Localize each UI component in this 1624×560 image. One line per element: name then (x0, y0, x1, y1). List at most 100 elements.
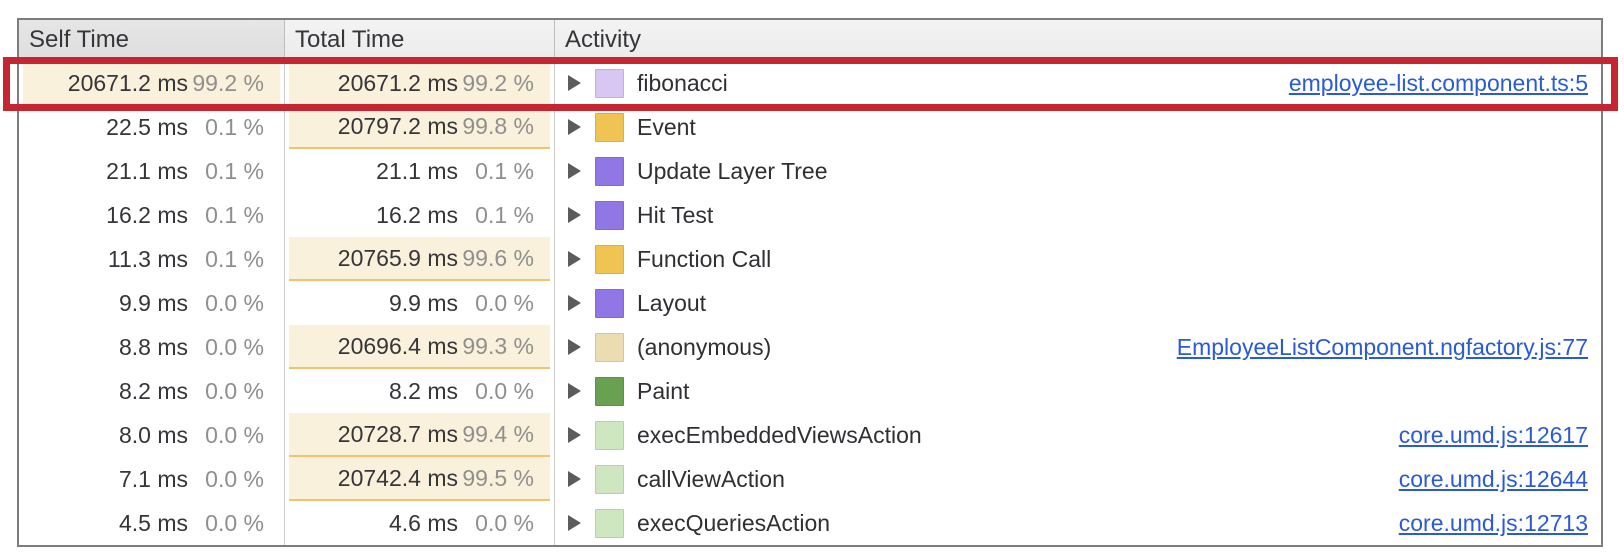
expand-chevron-icon[interactable] (568, 295, 581, 311)
self-time-cell: 20671.2 ms 99.2 % (19, 61, 285, 105)
column-header-label: Total Time (295, 26, 405, 53)
total-time-percent: 99.8 % (462, 112, 534, 139)
source-location-link[interactable]: employee-list.component.ts:5 (1288, 69, 1588, 96)
script-icon (595, 420, 624, 450)
total-time-value: 20671.2 ms (337, 69, 458, 96)
total-time-value: 20742.4 ms (337, 464, 458, 491)
total-time-percent: 99.6 % (462, 244, 534, 271)
activity-cell: Event (555, 105, 1601, 149)
total-time-cell: 20797.2 ms 99.8 % (285, 105, 555, 149)
self-time-cell: 8.2 ms 0.0 % (19, 369, 285, 413)
self-time-percent: 0.0 % (205, 465, 264, 492)
total-time-cell: 9.9 ms 0.0 % (285, 281, 555, 325)
script-icon (595, 332, 624, 362)
activity-label: Function Call (637, 245, 772, 272)
column-header-activity[interactable]: Activity (555, 20, 1601, 60)
total-time-value: 21.1 ms (376, 157, 458, 184)
expand-chevron-icon[interactable] (568, 163, 581, 179)
activity-cell: Layout (555, 281, 1601, 325)
total-time-value: 20797.2 ms (337, 112, 458, 139)
column-header-label: Activity (565, 26, 642, 53)
expand-chevron-icon[interactable] (568, 119, 581, 135)
table-row[interactable]: 9.9 ms 0.0 % 9.9 ms 0.0 % Layout (19, 281, 1601, 325)
activity-label: fibonacci (637, 69, 728, 96)
activity-cell: execEmbeddedViewsAction core.umd.js:1261… (555, 413, 1601, 457)
self-time-value: 4.5 ms (118, 509, 188, 536)
grid-body: 20671.2 ms 99.2 % 20671.2 ms 99.2 % fibo… (19, 61, 1601, 545)
event-icon (595, 112, 624, 142)
source-location-link[interactable]: core.umd.js:12713 (1398, 509, 1588, 536)
expand-chevron-icon[interactable] (568, 339, 581, 355)
table-row[interactable]: 8.8 ms 0.0 % 20696.4 ms 99.3 % (anonymou… (19, 325, 1601, 369)
self-time-value: 8.0 ms (118, 421, 188, 448)
total-time-cell: 20728.7 ms 99.4 % (285, 413, 555, 457)
self-time-percent: 0.1 % (205, 113, 264, 140)
total-time-percent: 0.0 % (475, 509, 534, 536)
self-time-value: 22.5 ms (106, 113, 188, 140)
total-time-cell: 20671.2 ms 99.2 % (285, 61, 555, 105)
activity-label: Paint (637, 377, 690, 404)
expand-chevron-icon[interactable] (568, 383, 581, 399)
activity-cell: (anonymous) EmployeeListComponent.ngfact… (555, 325, 1601, 369)
self-time-cell: 21.1 ms 0.1 % (19, 149, 285, 193)
rendering-icon (595, 200, 624, 230)
painting-icon (595, 376, 624, 406)
expand-chevron-icon[interactable] (568, 75, 581, 91)
table-row[interactable]: 20671.2 ms 99.2 % 20671.2 ms 99.2 % fibo… (19, 61, 1601, 105)
self-time-cell: 7.1 ms 0.0 % (19, 457, 285, 501)
column-header-self-time[interactable]: Self Time (19, 20, 285, 60)
total-time-cell: 8.2 ms 0.0 % (285, 369, 555, 413)
data-grid: Self Time Total Time Activity 20671.2 ms… (17, 18, 1603, 547)
activity-cell: callViewAction core.umd.js:12644 (555, 457, 1601, 501)
activity-cell: Paint (555, 369, 1601, 413)
total-time-value: 9.9 ms (388, 289, 458, 316)
total-time-value: 8.2 ms (388, 377, 458, 404)
source-location-link[interactable]: core.umd.js:12644 (1398, 465, 1588, 492)
script-icon (595, 508, 624, 538)
total-time-percent: 0.1 % (475, 201, 534, 228)
expand-chevron-icon[interactable] (568, 515, 581, 531)
expand-chevron-icon[interactable] (568, 427, 581, 443)
activity-cell: Update Layer Tree (555, 149, 1601, 193)
total-time-value: 20728.7 ms (337, 420, 458, 447)
self-time-value: 11.3 ms (107, 245, 188, 272)
total-time-percent: 0.0 % (475, 377, 534, 404)
self-time-percent: 0.0 % (205, 377, 264, 404)
source-location-link[interactable]: core.umd.js:12617 (1398, 421, 1588, 448)
expand-chevron-icon[interactable] (568, 251, 581, 267)
self-time-cell: 8.8 ms 0.0 % (19, 325, 285, 369)
total-time-percent: 99.2 % (462, 69, 534, 96)
table-row[interactable]: 22.5 ms 0.1 % 20797.2 ms 99.8 % Event (19, 105, 1601, 149)
script-icon (595, 464, 624, 494)
expand-chevron-icon[interactable] (568, 471, 581, 487)
table-row[interactable]: 11.3 ms 0.1 % 20765.9 ms 99.6 % Function… (19, 237, 1601, 281)
self-time-value: 20671.2 ms (67, 69, 188, 96)
activity-label: Update Layer Tree (637, 157, 828, 184)
total-time-cell: 20742.4 ms 99.5 % (285, 457, 555, 501)
self-time-value: 8.2 ms (118, 377, 188, 404)
event-icon (595, 244, 624, 274)
source-location-link[interactable]: EmployeeListComponent.ngfactory.js:77 (1176, 333, 1588, 360)
table-row[interactable]: 4.5 ms 0.0 % 4.6 ms 0.0 % execQueriesAct… (19, 501, 1601, 545)
activity-cell: Function Call (555, 237, 1601, 281)
table-row[interactable]: 16.2 ms 0.1 % 16.2 ms 0.1 % Hit Test (19, 193, 1601, 237)
script-icon (595, 68, 624, 98)
expand-chevron-icon[interactable] (568, 207, 581, 223)
column-header-total-time[interactable]: Total Time (285, 20, 555, 60)
self-time-percent: 0.1 % (205, 201, 264, 228)
total-time-percent: 0.0 % (475, 289, 534, 316)
activity-cell: fibonacci employee-list.component.ts:5 (555, 61, 1601, 105)
self-time-percent: 0.0 % (205, 333, 264, 360)
self-time-cell: 4.5 ms 0.0 % (19, 501, 285, 545)
total-time-cell: 21.1 ms 0.1 % (285, 149, 555, 193)
activity-label: callViewAction (637, 465, 785, 492)
table-row[interactable]: 7.1 ms 0.0 % 20742.4 ms 99.5 % callViewA… (19, 457, 1601, 501)
activity-label: execQueriesAction (637, 509, 831, 536)
table-row[interactable]: 8.2 ms 0.0 % 8.2 ms 0.0 % Paint (19, 369, 1601, 413)
total-time-value: 20765.9 ms (337, 244, 458, 271)
activity-cell: Hit Test (555, 193, 1601, 237)
total-time-cell: 4.6 ms 0.0 % (285, 501, 555, 545)
table-row[interactable]: 8.0 ms 0.0 % 20728.7 ms 99.4 % execEmbed… (19, 413, 1601, 457)
total-time-value: 20696.4 ms (337, 332, 458, 359)
table-row[interactable]: 21.1 ms 0.1 % 21.1 ms 0.1 % Update Layer… (19, 149, 1601, 193)
